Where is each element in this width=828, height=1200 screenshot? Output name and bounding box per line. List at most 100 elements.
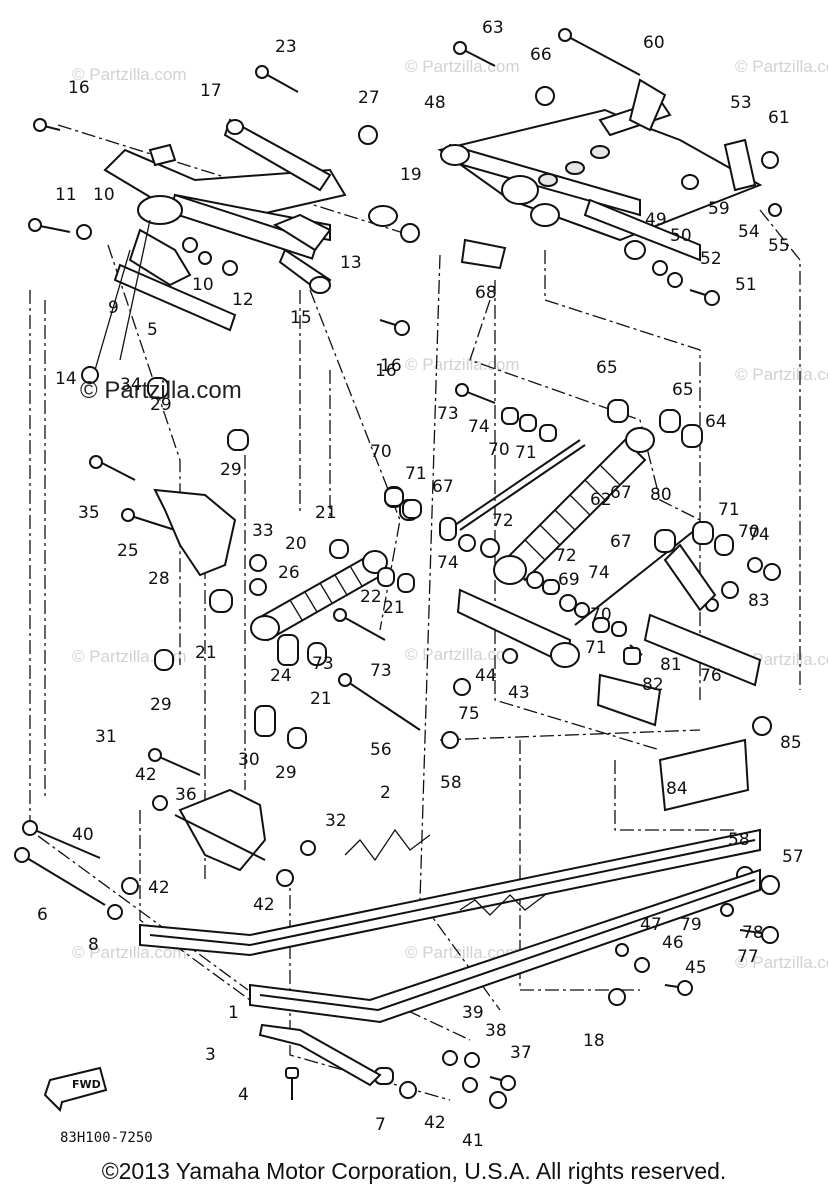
callout: 70 <box>488 440 510 460</box>
callout: 5 <box>147 320 158 340</box>
slide-rails <box>139 828 761 1087</box>
callout: 24 <box>270 666 292 686</box>
callout: 84 <box>666 779 688 799</box>
watermark: © Partzilla.com <box>735 57 828 76</box>
callout: 70 <box>738 522 760 542</box>
callout: 75 <box>458 704 480 724</box>
callout: 71 <box>405 464 427 484</box>
callout: 16 <box>375 361 397 381</box>
callout: 29 <box>275 763 297 783</box>
callout: 16 <box>68 78 90 98</box>
callout: 39 <box>462 1003 484 1023</box>
callout: 21 <box>195 643 217 663</box>
callout: 11 <box>55 185 77 205</box>
callout: 3 <box>205 1045 216 1065</box>
callout: 73 <box>312 654 334 674</box>
callout: 66 <box>530 45 552 65</box>
callout: 48 <box>424 93 446 113</box>
callout: 73 <box>370 661 392 681</box>
rear-shock-absorber <box>493 427 655 585</box>
callout: 7 <box>375 1115 386 1135</box>
callout: 56 <box>370 740 392 760</box>
callout: 67 <box>610 532 632 552</box>
callout: 58 <box>728 830 750 850</box>
callout: 40 <box>72 825 94 845</box>
callout: 46 <box>662 933 684 953</box>
callout: 67 <box>610 483 632 503</box>
watermark: © Partzilla.com <box>72 943 187 962</box>
copyright-notice: ©2013 Yamaha Motor Corporation, U.S.A. A… <box>101 1158 727 1184</box>
callout: 21 <box>315 503 337 523</box>
callout: 83 <box>748 591 770 611</box>
watermark: © Partzilla.com <box>405 57 520 76</box>
callout: 53 <box>730 93 752 113</box>
callout: 22 <box>360 587 382 607</box>
callout: 14 <box>55 369 77 389</box>
callout: 55 <box>768 236 790 256</box>
callout: 74 <box>748 525 770 545</box>
callout: 42 <box>148 878 170 898</box>
callout: 12 <box>232 290 254 310</box>
callout: 42 <box>424 1113 446 1133</box>
fwd-label: FWD <box>72 1078 101 1091</box>
watermark: © Partzilla.com <box>405 355 520 374</box>
callout: 61 <box>768 108 790 128</box>
callout-labels: 1 2 3 4 5 6 7 8 9 10 11 12 13 14 15 16 1… <box>37 18 804 1151</box>
callout: 30 <box>238 750 260 770</box>
callout: 23 <box>275 37 297 57</box>
callout: 28 <box>148 569 170 589</box>
callout: 37 <box>510 1043 532 1063</box>
screw-4 <box>285 1067 299 1100</box>
callout: 6 <box>37 905 48 925</box>
rear-suspension-arm <box>437 78 763 270</box>
callout: 74 <box>437 553 459 573</box>
callout: 60 <box>643 33 665 53</box>
callout: 13 <box>340 253 362 273</box>
callout: 38 <box>485 1021 507 1041</box>
callout: 33 <box>252 521 274 541</box>
callout: 16 <box>380 356 402 376</box>
callout: 71 <box>718 500 740 520</box>
callout: 81 <box>660 655 682 675</box>
callout: 10 <box>93 185 115 205</box>
callout: 65 <box>596 358 618 378</box>
callout: 82 <box>642 675 664 695</box>
bolts-and-rods <box>14 28 779 1091</box>
callout: 80 <box>650 485 672 505</box>
callout: 72 <box>555 546 577 566</box>
callout: 52 <box>700 249 722 269</box>
callout: 69 <box>558 570 580 590</box>
callout: 62 <box>590 490 612 510</box>
callout: 43 <box>508 683 530 703</box>
callout: 77 <box>737 947 759 967</box>
callout: 51 <box>735 275 757 295</box>
callout: 29 <box>150 395 172 415</box>
callout: 8 <box>88 935 99 955</box>
callout: 20 <box>285 534 307 554</box>
watermark: © Partzilla.com <box>405 645 520 664</box>
callout: 47 <box>640 915 662 935</box>
watermark: © Partzilla.com <box>405 943 520 962</box>
callout: 35 <box>78 503 100 523</box>
callout: 49 <box>645 210 667 230</box>
callout: 50 <box>670 226 692 246</box>
callout: 9 <box>108 298 119 318</box>
callout: 59 <box>708 199 730 219</box>
callout: 78 <box>742 923 764 943</box>
callout: 58 <box>440 773 462 793</box>
callout: 44 <box>475 666 497 686</box>
callout: 26 <box>278 563 300 583</box>
callout: 42 <box>253 895 275 915</box>
callout: 17 <box>200 81 222 101</box>
watermark: © Partzilla.com <box>735 365 828 384</box>
callout: 32 <box>325 811 347 831</box>
callout: 45 <box>685 958 707 978</box>
callout: 21 <box>383 598 405 618</box>
callout: 57 <box>782 847 804 867</box>
callout: 71 <box>585 638 607 658</box>
callout: 21 <box>310 689 332 709</box>
callout: 79 <box>680 915 702 935</box>
callout: 31 <box>95 727 117 747</box>
callout: 74 <box>588 563 610 583</box>
